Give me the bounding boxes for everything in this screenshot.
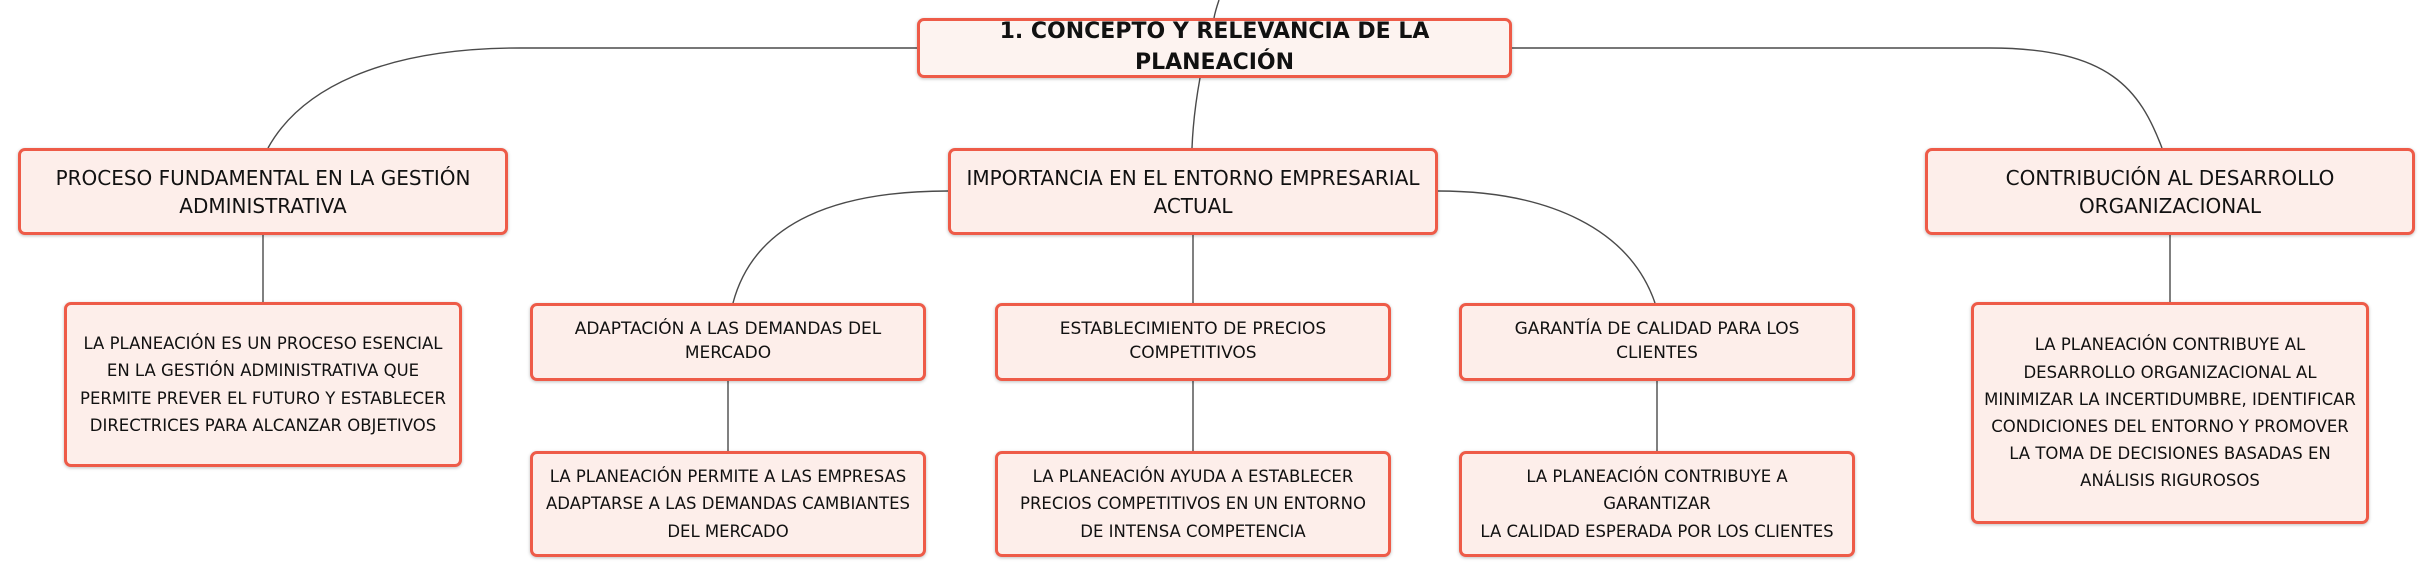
leaf-text-line: LA PLANEACIÓN AYUDA A ESTABLECER — [1032, 467, 1354, 487]
leaf-proceso-fundamental[interactable]: LA PLANEACIÓN ES UN PROCESO ESENCIAL EN … — [64, 302, 462, 467]
leaf-text-line: LA TOMA DE DECISIONES BASADAS EN — [2009, 444, 2331, 464]
leaf-text-line: LA PLANEACIÓN CONTRIBUYE AL — [2034, 335, 2306, 355]
leaf-text-line: CONDICIONES DEL ENTORNO Y PROMOVER — [1991, 417, 2349, 436]
leaf-precios-competitivos[interactable]: LA PLANEACIÓN AYUDA A ESTABLECER PRECIOS… — [995, 451, 1391, 557]
leaf-garantia-calidad[interactable]: LA PLANEACIÓN CONTRIBUYE A GARANTIZAR LA… — [1459, 451, 1855, 557]
leaf-text-line: MINIMIZAR LA INCERTIDUMBRE, IDENTIFICAR — [1984, 389, 2356, 409]
leaf-text-line: LA PLANEACIÓN ES UN PROCESO ESENCIAL — [83, 334, 443, 354]
branch-proceso-fundamental[interactable]: PROCESO FUNDAMENTAL EN LA GESTIÓN ADMINI… — [18, 148, 508, 235]
leaf-text-line: ANÁLISIS RIGUROSOS — [2080, 471, 2260, 491]
subtopic-label-line: GARANTÍA DE CALIDAD PARA LOS CLIENTES — [1514, 319, 1800, 363]
leaf-text-line: DESARROLLO ORGANIZACIONAL AL — [2023, 362, 2317, 382]
leaf-text-line: EN LA GESTIÓN ADMINISTRATIVA QUE — [106, 361, 420, 381]
branch-label-line: IMPORTANCIA EN EL ENTORNO EMPRESARIAL — [966, 165, 1420, 190]
connector-importancia-to-garantia — [1437, 190, 1656, 304]
branch-label-line: CONTRIBUCIÓN AL DESARROLLO — [2005, 165, 2335, 190]
leaf-text-line: LA CALIDAD ESPERADA POR LOS CLIENTES — [1480, 521, 1834, 541]
subtopic-precios-competitivos[interactable]: ESTABLECIMIENTO DE PRECIOS COMPETITIVOS — [995, 303, 1391, 381]
connector-root-to-proceso — [267, 47, 917, 149]
leaf-text-line: PRECIOS COMPETITIVOS EN UN ENTORNO — [1020, 494, 1366, 514]
connector-root-to-importancia — [1191, 77, 1201, 149]
leaf-adaptacion-mercado[interactable]: LA PLANEACIÓN PERMITE A LAS EMPRESAS ADA… — [530, 451, 926, 557]
leaf-text-line: DIRECTRICES PARA ALCANZAR OBJETIVOS — [89, 415, 437, 435]
root-topic[interactable]: 1. CONCEPTO Y RELEVANCIA DE LA PLANEACIÓ… — [917, 18, 1512, 78]
connector-parent-link — [1213, 0, 1220, 19]
branch-label-line: ORGANIZACIONAL — [2078, 193, 2262, 218]
subtopic-label-line: ADAPTACIÓN A LAS DEMANDAS DEL — [574, 319, 882, 340]
branch-importancia-entorno[interactable]: IMPORTANCIA EN EL ENTORNO EMPRESARIAL AC… — [948, 148, 1438, 235]
leaf-text-line: LA PLANEACIÓN CONTRIBUYE A GARANTIZAR — [1526, 467, 1788, 514]
branch-label-line: ACTUAL — [1153, 193, 1233, 218]
subtopic-label-line: COMPETITIVOS — [1129, 343, 1257, 363]
subtopic-label-line: MERCADO — [684, 343, 772, 363]
connector-root-to-contribucion — [1512, 47, 2163, 149]
subtopic-adaptacion-mercado[interactable]: ADAPTACIÓN A LAS DEMANDAS DEL MERCADO — [530, 303, 926, 381]
leaf-text-line: DE INTENSA COMPETENCIA — [1080, 521, 1306, 541]
branch-label-line: ADMINISTRATIVA — [179, 193, 347, 218]
leaf-text-line: ADAPTARSE A LAS DEMANDAS CAMBIANTES — [546, 494, 910, 514]
leaf-text-line: LA PLANEACIÓN PERMITE A LAS EMPRESAS — [549, 467, 907, 487]
leaf-text-line: PERMITE PREVER EL FUTURO Y ESTABLECER — [80, 388, 446, 408]
connector-importancia-to-adaptacion — [732, 190, 949, 304]
branch-contribucion-desarrollo[interactable]: CONTRIBUCIÓN AL DESARROLLO ORGANIZACIONA… — [1925, 148, 2415, 235]
leaf-text-line: DEL MERCADO — [667, 521, 789, 541]
root-topic-label: 1. CONCEPTO Y RELEVANCIA DE LA PLANEACIÓ… — [999, 19, 1430, 75]
leaf-contribucion-desarrollo[interactable]: LA PLANEACIÓN CONTRIBUYE AL DESARROLLO O… — [1971, 302, 2369, 524]
branch-label-line: PROCESO FUNDAMENTAL EN LA GESTIÓN — [55, 165, 471, 190]
subtopic-garantia-calidad[interactable]: GARANTÍA DE CALIDAD PARA LOS CLIENTES — [1459, 303, 1855, 381]
subtopic-label-line: ESTABLECIMIENTO DE PRECIOS — [1059, 319, 1327, 340]
